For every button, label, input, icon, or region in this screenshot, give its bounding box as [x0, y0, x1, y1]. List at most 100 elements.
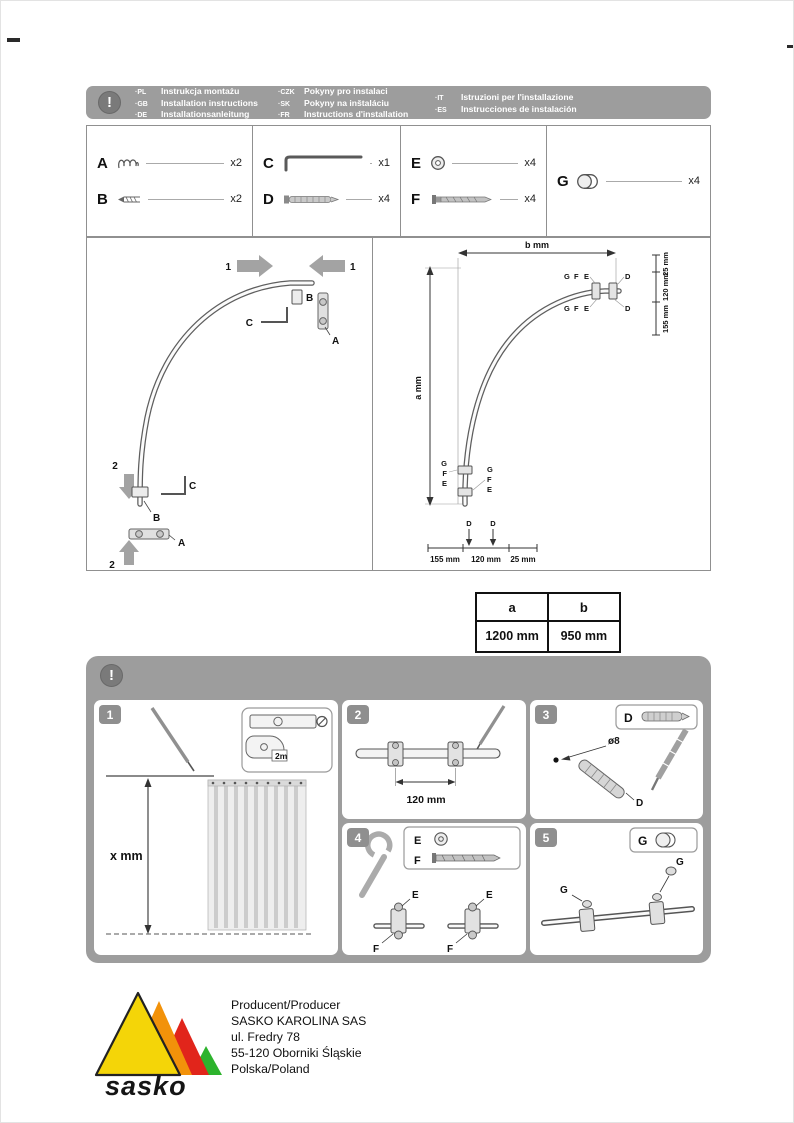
wall-plug: [578, 759, 625, 799]
step-2-panel: 2: [342, 700, 526, 819]
rod-curve: [462, 288, 622, 507]
language-column-2: ·CZK Pokyny pro instalaci ·SK Pokyny na …: [278, 84, 435, 121]
plug-leader: [625, 792, 635, 801]
part-row-e: E x4: [411, 152, 536, 174]
language-code: ·ES: [435, 106, 447, 114]
table-value-b: 950 mm: [548, 621, 619, 651]
language-entry-gb: ·GB Installation instructions: [135, 97, 278, 110]
part-d-label: D: [636, 798, 643, 809]
language-entry-fr: ·FR Instructions d'installation: [278, 110, 435, 121]
language-column-3: ·IT Istruzioni per l'installazione ·ES I…: [435, 90, 650, 115]
assembly-diagrams: 1 1 B C A 2: [86, 237, 711, 571]
step-1-badge: 1: [99, 705, 121, 724]
step-1-drawing: 2m x mm: [106, 707, 333, 935]
svg-text:F: F: [487, 475, 492, 484]
dim-120: [395, 768, 456, 786]
svg-text:E: E: [442, 479, 447, 488]
part-qty: x4: [688, 175, 700, 187]
part-row-b: B x2: [97, 188, 242, 210]
language-title: Instrukcja montażu: [161, 86, 240, 97]
language-title: Installation instructions: [161, 97, 258, 108]
language-column-1: ·PL Instrukcja montażu ·GB Installation …: [135, 84, 278, 121]
push-arrows-top: [237, 255, 345, 277]
push-arrow-up: [119, 540, 139, 565]
d-anchors: D D: [465, 519, 496, 546]
part-a-label: A: [332, 336, 339, 347]
leader-line: [606, 180, 683, 182]
cap-inset: [629, 827, 698, 853]
bracket-assembly-1: [373, 898, 425, 944]
pencil: [150, 707, 195, 772]
assembly-diagram-exploded: 1 1 B C A 2: [87, 238, 372, 571]
spring-hook-icon: [116, 155, 140, 171]
cover-cap-icon: [576, 173, 600, 190]
scan-mark: [7, 38, 20, 42]
side-dim-155: 155 mm: [661, 305, 670, 333]
step-4-badge: 4: [347, 828, 369, 847]
step2-label: 2: [109, 560, 115, 570]
drill-hole-dot: [553, 757, 559, 763]
brand-text: sasko: [105, 1071, 187, 1099]
part-g-label: G: [638, 834, 647, 848]
part-d-label: D: [624, 711, 633, 725]
part-qty: x1: [378, 157, 390, 169]
part-qty: x4: [378, 193, 390, 205]
language-title: Istruzioni per l'installazione: [461, 92, 574, 102]
language-title: Pokyny na inštaláciu: [304, 97, 390, 108]
dim-b: [458, 249, 616, 257]
language-code: ·SK: [278, 100, 291, 108]
part-label: B: [97, 190, 108, 208]
step-4-panel: 4 E F: [342, 823, 526, 955]
alert-icon: !: [98, 91, 121, 114]
svg-text:E: E: [584, 272, 589, 281]
step-2-badge: 2: [347, 705, 369, 724]
part-row-g: G x4: [557, 170, 700, 192]
part-e-label: E: [412, 890, 419, 901]
part-b-label: B: [153, 513, 160, 524]
hole-diameter-label: ø8: [608, 736, 620, 747]
step-2-drawing: 120 mm: [355, 705, 506, 806]
language-title: Instructions d'installation: [304, 109, 409, 120]
language-header: ! ·PL Instrukcja montażu ·GB Installatio…: [86, 86, 711, 119]
leader-line: [500, 198, 519, 200]
language-title: Instrucciones de instalación: [461, 103, 577, 114]
producer-info: Producent/Producer SASKO KAROLINA SAS ul…: [231, 997, 366, 1077]
language-entry-czk: ·CZK Pokyny pro instalaci: [278, 87, 435, 98]
part-g-label: G: [560, 885, 568, 896]
part-qty: x2: [230, 193, 242, 205]
step-5-drawing: G G G: [541, 827, 698, 932]
part-e-label: E: [414, 835, 421, 847]
bracket-assembly-2: [447, 898, 499, 944]
producer-line: SASKO KAROLINA SAS: [231, 1014, 367, 1028]
part-f-label: F: [373, 944, 379, 955]
top-part-labels: G F E D G F E D: [564, 272, 631, 313]
bottom-dim-120: 120 mm: [471, 555, 501, 564]
drill-bit: [650, 728, 689, 791]
pencil: [475, 705, 506, 752]
leader-line: [146, 162, 225, 164]
svg-text:F: F: [442, 469, 447, 478]
grub-screw-icon: [116, 194, 142, 205]
svg-text:G: G: [487, 465, 493, 474]
rod-with-caps: [541, 866, 695, 932]
step-3-badge: 3: [535, 705, 557, 724]
allen-key-icon: [282, 154, 364, 172]
step2-label: 2: [112, 461, 118, 472]
alert-icon: !: [100, 664, 123, 687]
svg-text:E: E: [487, 485, 492, 494]
step1-label: 1: [225, 262, 231, 273]
part-label: C: [263, 154, 274, 172]
part-label: D: [263, 190, 274, 208]
parts-column-3: E x4 F x4: [400, 126, 546, 236]
wall-brackets-bottom: [457, 465, 473, 497]
svg-text:G: G: [441, 459, 447, 468]
step-3-drawing: D ø8 D: [553, 704, 698, 809]
parts-list: A x2 B x2 C: [86, 125, 711, 237]
installation-steps: ! 1 2m: [86, 656, 711, 963]
height-arrow: [144, 778, 152, 934]
svg-text:D: D: [625, 272, 631, 281]
sasko-logo: sasko: [94, 991, 222, 1099]
top-joint: [261, 289, 331, 336]
hole-arrow: [561, 745, 607, 761]
